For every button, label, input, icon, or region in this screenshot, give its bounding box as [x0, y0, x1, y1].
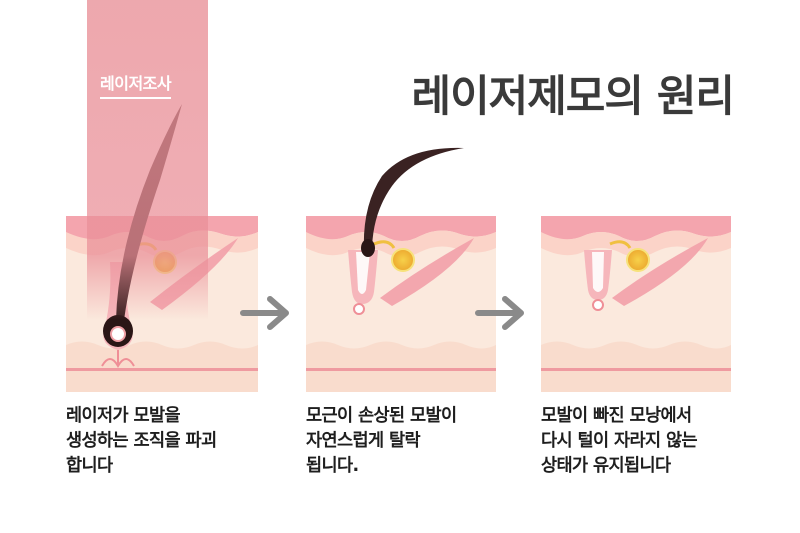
skin-panel-2 — [306, 147, 496, 392]
caption-line: 모발이 빠진 모낭에서 — [541, 406, 692, 426]
arrow-right-icon — [240, 296, 289, 330]
caption-line: 생성하는 조직을 파괴 — [66, 431, 217, 451]
caption-line: 상태가 유지됩니다 — [541, 456, 671, 476]
laser-beam — [87, 0, 208, 320]
skin-panel-3 — [541, 216, 731, 392]
step-2-caption: 모근이 손상된 모발이 자연스럽게 탈락 됩니다. — [306, 404, 457, 479]
caption-line: 레이저가 모발을 — [66, 406, 181, 426]
caption-line: 자연스럽게 탈락 — [306, 431, 421, 451]
caption-line: 다시 털이 자라지 않는 — [541, 431, 698, 451]
arrow-right-icon — [475, 296, 524, 330]
step-1-caption: 레이저가 모발을 생성하는 조직을 파괴 합니다 — [66, 404, 217, 479]
step-3-caption: 모발이 빠진 모낭에서 다시 털이 자라지 않는 상태가 유지됩니다 — [541, 404, 698, 479]
caption-line: 합니다 — [66, 456, 113, 476]
laser-label: 레이저조사 — [100, 70, 172, 99]
caption-line: 됩니다. — [306, 456, 359, 476]
caption-line: 모근이 손상된 모발이 — [306, 406, 457, 426]
page-title: 레이저제모의 원리 — [411, 72, 735, 122]
